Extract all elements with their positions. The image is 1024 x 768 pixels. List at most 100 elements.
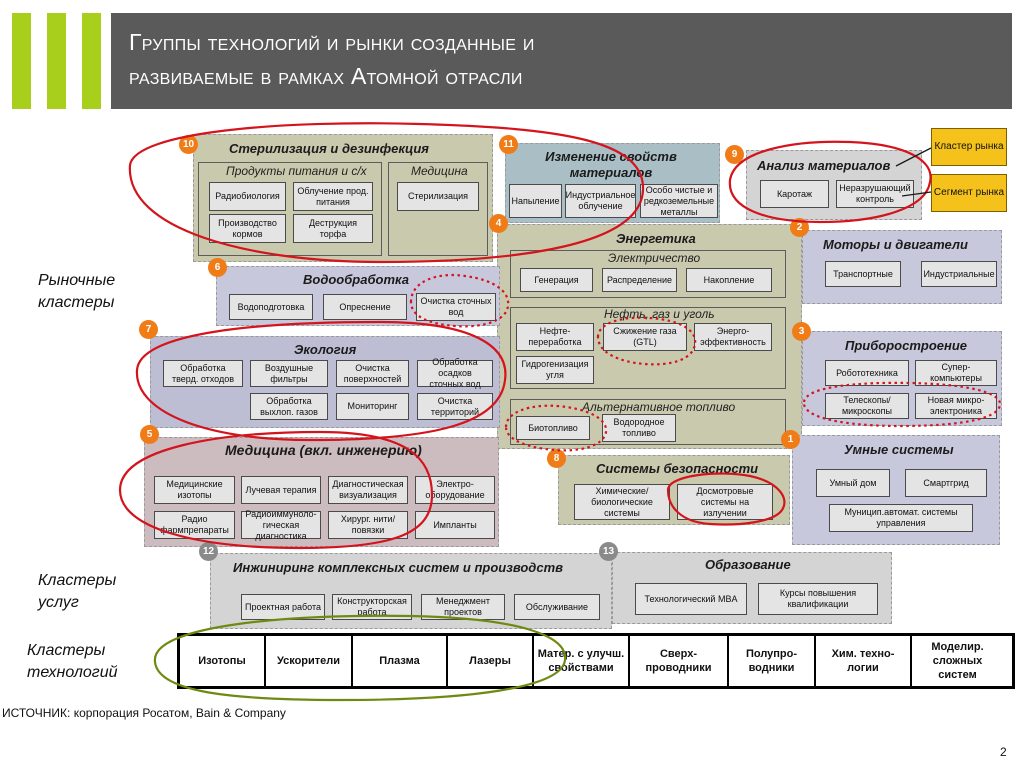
item-exhaust: Обработка выхлоп. газов (250, 393, 328, 420)
page-number: 2 (1000, 745, 1007, 759)
accent-stripe-3 (82, 13, 101, 109)
subgroup-title-medicine: Медицина (411, 164, 468, 178)
item-telescopes: Телескопы/ микроскопы (825, 393, 909, 419)
page-title: Группы технологий и рынки созданные и ра… (111, 13, 1012, 109)
cluster-title: Моторы и двигатели (823, 237, 968, 252)
item-maintenance: Обслуживание (514, 594, 600, 620)
tech-isotopes: Изотопы (180, 636, 266, 686)
subgroup-title-electricity: Электричество (608, 251, 701, 265)
item-robotics: Робототехника (825, 360, 909, 386)
item-gtl: Сжижение газа (GTL) (603, 323, 687, 351)
badge-6: 6 (208, 258, 227, 277)
item-electro-equipment: Электро-оборудование (415, 476, 495, 504)
item-radiobiology: Радиобиология (209, 182, 286, 211)
item-supercomputers: Супер-компьютеры (915, 360, 997, 386)
item-tech-mba: Технологический MBA (635, 583, 747, 615)
subgroup-title-alt-fuel: Альтернативное топливо (582, 400, 736, 414)
cluster-title: Экология (294, 342, 357, 357)
item-territory-cleaning: Очистка территорий (417, 393, 493, 420)
cluster-instruments: Приборостроение Робототехника Супер-комп… (802, 331, 1002, 426)
item-smart-home: Умный дом (816, 469, 890, 497)
item-water-prep: Водоподготовка (229, 294, 313, 320)
item-refining: Нефте-переработка (516, 323, 594, 351)
item-design-work: Проектная работа (241, 594, 325, 620)
cluster-security: Системы безопасности Химические/ биологи… (558, 455, 790, 525)
badge-2: 2 (790, 218, 809, 237)
item-training-courses: Курсы повышения квалификации (758, 583, 878, 615)
item-logging: Каротаж (760, 180, 829, 208)
cluster-title: Умные системы (844, 442, 954, 457)
item-monitoring: Мониторинг (336, 393, 409, 420)
item-hydrogen-fuel: Водородное топливо (602, 414, 676, 442)
item-peat-destruction: Деструкция торфа (293, 214, 373, 243)
badge-5: 5 (140, 425, 159, 444)
title-line-2: развиваемые в рамках Атомной отрасли (129, 63, 523, 89)
item-chem-bio: Химические/ биологические системы (574, 484, 670, 520)
tech-advanced-materials: Матер. с улучш. свойствами (534, 636, 630, 686)
item-municipal: Муницип.автомат. системы управления (829, 504, 973, 532)
cluster-title: Образование (705, 557, 791, 572)
tech-semiconductors: Полупро-водники (729, 636, 816, 686)
cluster-engineering: Инжиниринг комплексных систем и производ… (210, 553, 612, 629)
tech-chemical: Хим. техно-логии (816, 636, 912, 686)
item-feed-production: Производство кормов (209, 214, 286, 243)
accent-stripe-2 (47, 13, 66, 109)
item-desalination: Опреснение (323, 294, 407, 320)
item-air-filters: Воздушные фильтры (250, 360, 328, 387)
cluster-title: Водообработка (303, 272, 409, 287)
item-med-isotopes: Медицинские изотопы (154, 476, 235, 504)
item-pure-metals: Особо чистые и редкоземельные металлы (640, 184, 718, 218)
source-note: ИСТОЧНИК: корпорация Росатом, Bain & Com… (2, 706, 286, 720)
badge-9: 9 (725, 145, 744, 164)
callout-market-cluster: Кластер рынка (931, 128, 1007, 166)
badge-4: 4 (489, 214, 508, 233)
item-distribution: Распределение (602, 268, 677, 292)
item-sterilization: Стерилизация (397, 182, 479, 211)
item-biofuel: Биотопливо (516, 416, 590, 440)
subgroup-electricity (510, 250, 786, 298)
badge-11: 11 (499, 135, 518, 154)
badge-8: 8 (547, 449, 566, 468)
cluster-title: Энергетика (616, 231, 696, 246)
subgroup-title-food: Продукты питания и с/х (226, 164, 367, 178)
accent-stripe-1 (12, 13, 31, 109)
badge-7: 7 (139, 320, 158, 339)
item-surgical: Хирург. нити/ повязки (328, 511, 408, 539)
badge-3: 3 (792, 322, 811, 341)
cluster-title: Изменение свойств материалов (545, 149, 677, 180)
badge-12: 12 (199, 542, 218, 561)
item-industrial-irradiation: Индустриальное облучение (565, 184, 636, 218)
label-service-clusters: Кластеры услуг (38, 572, 117, 611)
item-food-irradiation: Облучение прод. питания (293, 182, 373, 211)
item-ndt: Неразрушающий контроль (836, 180, 914, 208)
tech-superconductors: Сверх-проводники (630, 636, 729, 686)
item-energy-efficiency: Энерго-эффективность (694, 323, 772, 351)
cluster-title: Системы безопасности (596, 461, 759, 476)
tech-complex-modeling: Моделир. сложных систем (931, 641, 984, 681)
cluster-motors: Моторы и двигатели Транспортные Индустри… (802, 230, 1002, 304)
subgroup-oil-gas (510, 307, 786, 389)
badge-10: 10 (179, 135, 198, 154)
cluster-sterilization: Стерилизация и дезинфекция Продукты пита… (193, 134, 493, 262)
cluster-title: Приборостроение (845, 338, 968, 353)
cluster-education: Образование Технологический MBA Курсы по… (612, 552, 892, 624)
cluster-ecology: Экология Обработка тверд. отходов Воздуш… (150, 336, 500, 428)
callout-market-segment: Сегмент рынка (931, 174, 1007, 212)
title-line-1: Группы технологий и рынки созданные и (129, 29, 535, 55)
item-project-management: Менеджмент проектов (421, 594, 505, 620)
item-industrial: Индустриальные (921, 261, 997, 287)
badge-1: 1 (781, 430, 800, 449)
subgroup-title-oil-gas: Нефть, газ и уголь (604, 307, 715, 321)
item-imaging: Диагностическая визуализация (328, 476, 408, 504)
item-solid-waste: Обработка тверд. отходов (163, 360, 243, 387)
item-radiation-therapy: Лучевая терапия (241, 476, 321, 504)
cluster-title: Медицина (вкл. инженерию) (225, 442, 422, 458)
cluster-title: Инжиниринг комплексных систем и производ… (233, 560, 563, 575)
cluster-title: Анализ материалов (757, 158, 891, 173)
item-transport: Транспортные (825, 261, 901, 287)
cluster-smart: Умные системы Умный дом Смартгрид Муници… (792, 435, 1000, 545)
item-smartgrid: Смартгрид (905, 469, 987, 497)
cluster-analysis: Анализ материалов Каротаж Неразрушающий … (746, 150, 922, 220)
cluster-water: Водообработка Водоподготовка Опреснение … (216, 266, 500, 326)
item-surface-cleaning: Очистка поверхностей (336, 360, 409, 387)
